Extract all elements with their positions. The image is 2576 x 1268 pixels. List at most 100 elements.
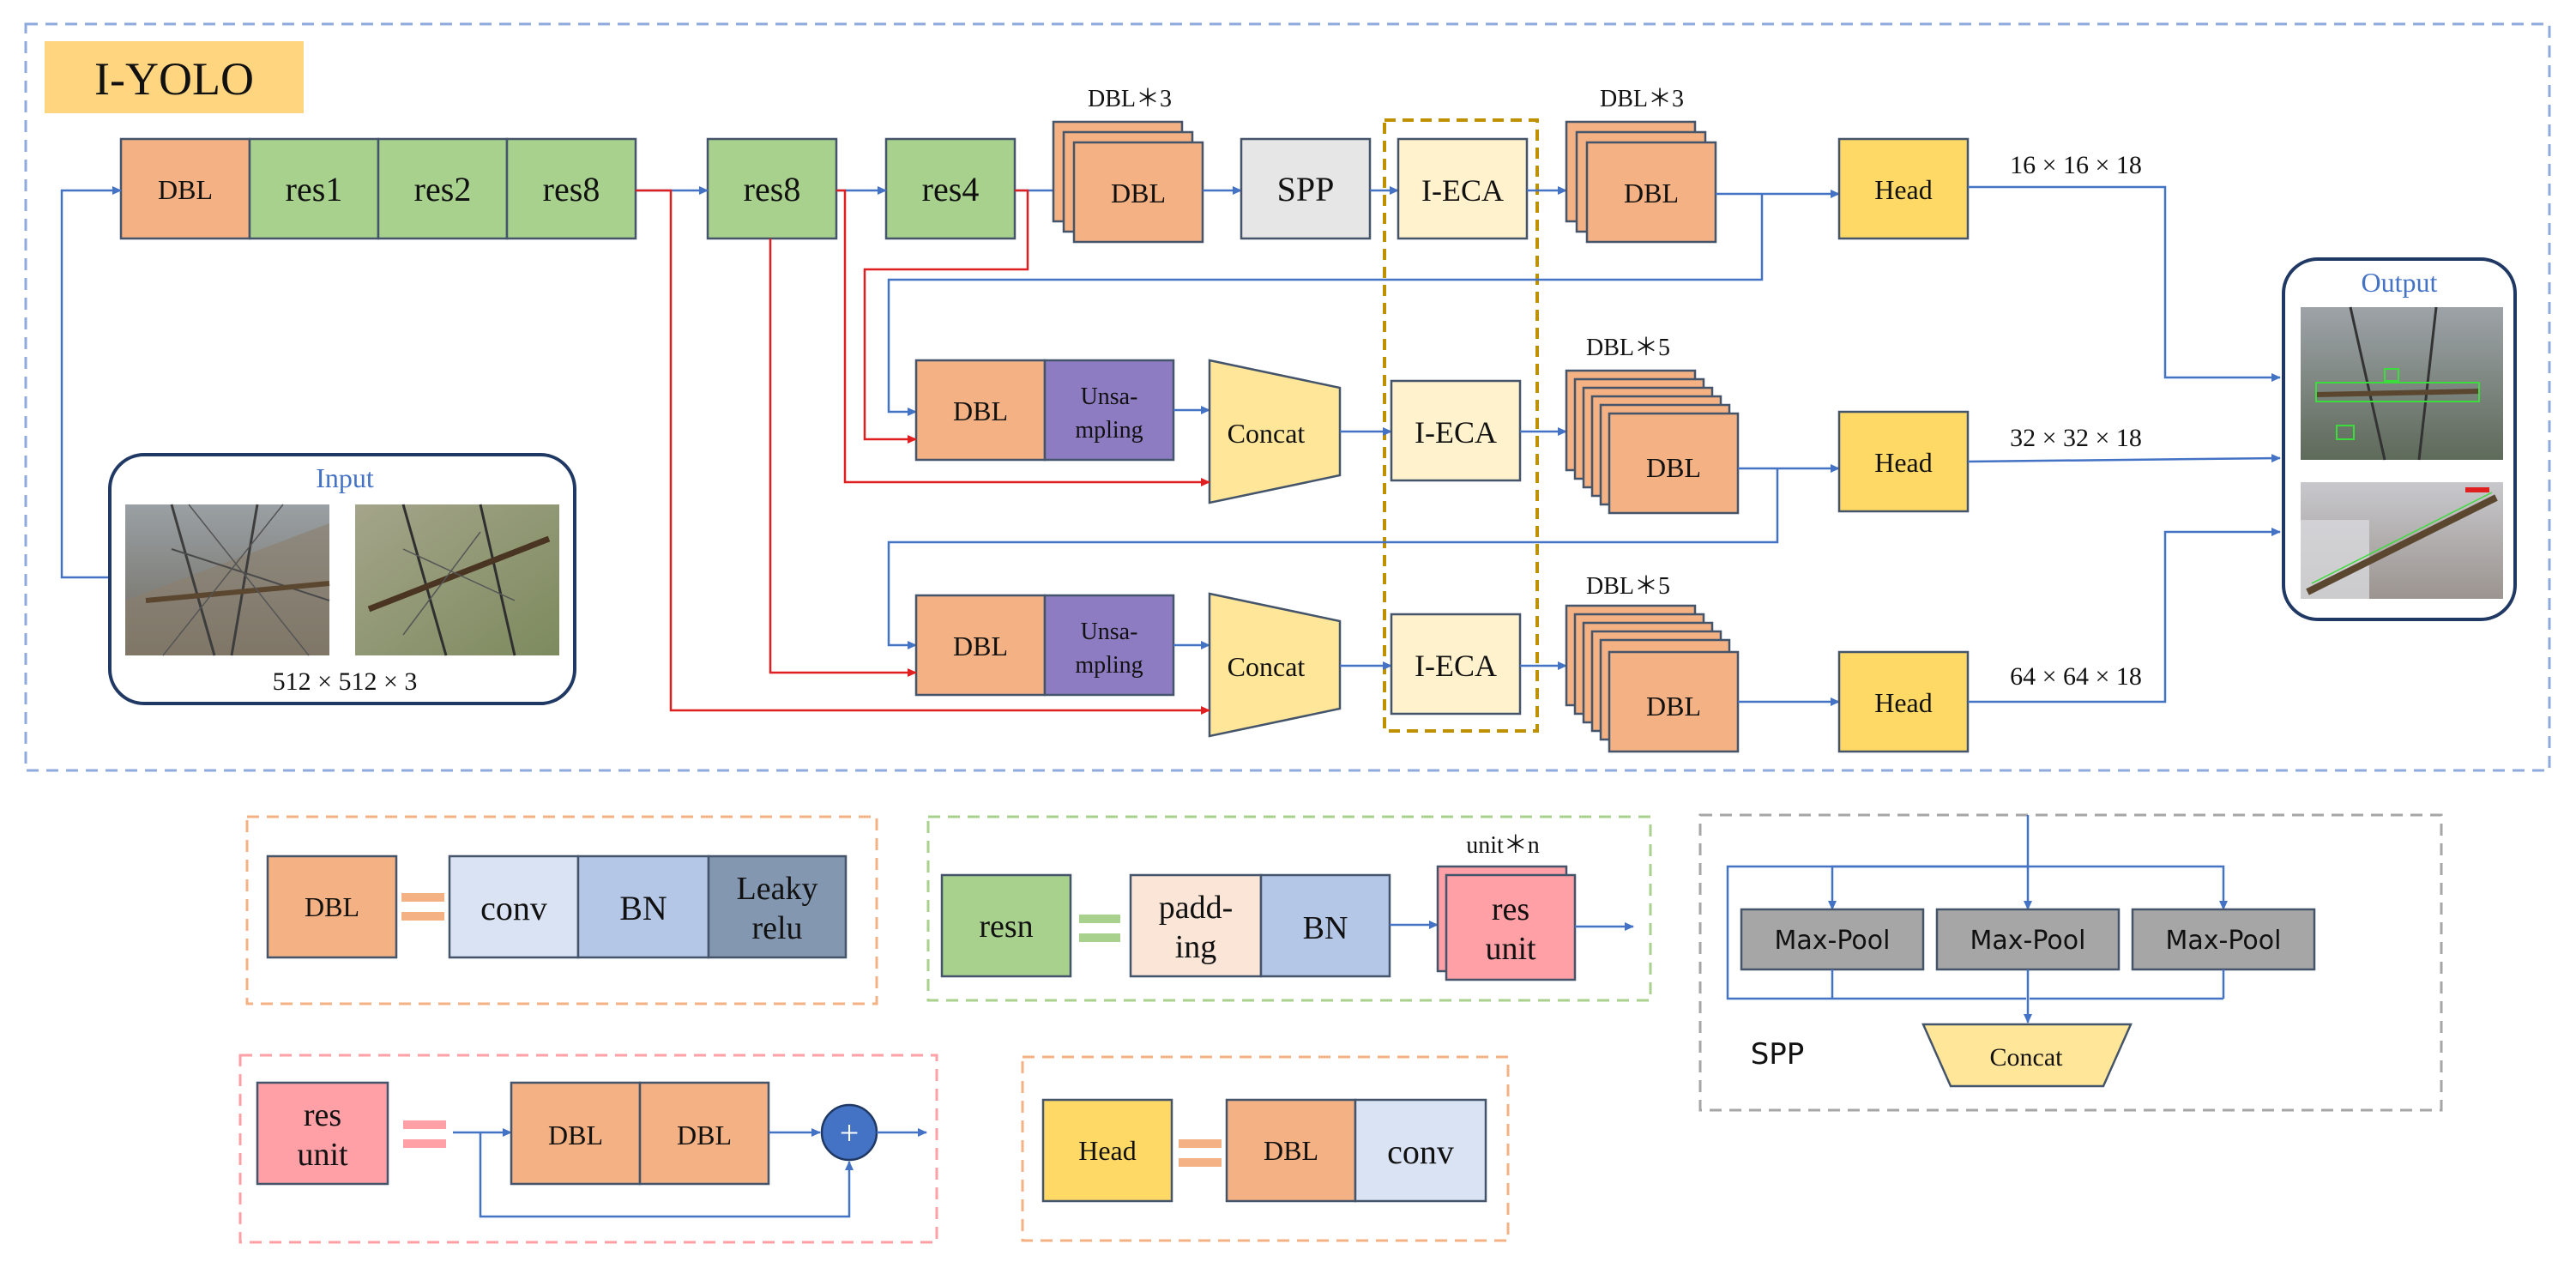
mid-ieca-label: I-ECA bbox=[1415, 415, 1497, 450]
legend-spp-pool-3: Max-Pool bbox=[2166, 926, 2282, 956]
top-dbl3-caption-2: DBL＊3 bbox=[1600, 86, 1684, 112]
legend-dbl-bn: BN bbox=[619, 889, 667, 927]
low-output-size: 64 × 64 × 18 bbox=[2010, 662, 2142, 691]
output-panel: Output bbox=[2282, 257, 2517, 621]
spp-box bbox=[1240, 137, 1372, 240]
top-output-size: 16 × 16 × 18 bbox=[2010, 151, 2142, 179]
legend-head-conv: conv bbox=[1387, 1132, 1454, 1171]
top-head-label: Head bbox=[1874, 174, 1933, 205]
legend-head: Head DBL conv bbox=[1021, 1055, 1510, 1242]
low-upsample-label-2: mpling bbox=[1075, 652, 1143, 679]
legend-head-lhs: Head bbox=[1078, 1135, 1137, 1166]
res8-second-label: res8 bbox=[744, 170, 801, 208]
mid-upsample-label-2: mpling bbox=[1075, 417, 1143, 444]
low-ieca-box bbox=[1390, 613, 1522, 716]
mid-dbl-box bbox=[914, 359, 1047, 462]
low-dbl-stack: DBL＊5 DBL bbox=[1565, 573, 1740, 753]
low-concat-shape bbox=[1208, 592, 1342, 738]
top-dbl-stack: DBL＊3 DBL bbox=[1052, 86, 1204, 244]
low-dbl5-caption: DBL＊5 bbox=[1586, 573, 1670, 600]
spp-label: SPP bbox=[1277, 170, 1335, 208]
res4-label: res4 bbox=[922, 170, 980, 208]
input-image-1 bbox=[125, 504, 330, 656]
legend-resunit-lhs-1: res bbox=[304, 1097, 341, 1133]
main-frame bbox=[24, 22, 2551, 772]
legend-resunit-dbl-1: DBL bbox=[548, 1120, 603, 1150]
low-dbl-box bbox=[914, 594, 1047, 697]
res2-label: res2 bbox=[414, 170, 472, 208]
res4-box bbox=[884, 137, 1017, 240]
res1-label: res1 bbox=[286, 170, 343, 208]
legend-spp-concat: Concat bbox=[1990, 1043, 2064, 1072]
mid-dbl-stack: DBL＊5 DBL bbox=[1565, 335, 1740, 515]
red-skip-connections bbox=[636, 189, 1210, 715]
mid-dbl5-caption: DBL＊5 bbox=[1586, 335, 1670, 361]
legend-resn-unit-1: res bbox=[1492, 891, 1529, 927]
mid-upsample-box bbox=[1043, 359, 1175, 462]
legend-resn-lhs: resn bbox=[979, 909, 1033, 945]
legend-resunit-plus: + bbox=[840, 1114, 860, 1152]
arrow-head-output-low bbox=[1968, 528, 2281, 703]
legend-resn-unit-2: unit bbox=[1485, 931, 1536, 967]
mid-concat-shape bbox=[1208, 359, 1342, 504]
arrow-head-output-top bbox=[1968, 185, 2281, 382]
legend-dbl-leaky-2: relu bbox=[751, 910, 802, 946]
input-panel: Input 512 × 512 × 3 bbox=[108, 453, 576, 705]
arrow-input-dbl bbox=[60, 186, 122, 579]
output-image-2 bbox=[2301, 482, 2503, 599]
mid-concat-label: Concat bbox=[1228, 418, 1306, 449]
output-image-1 bbox=[2301, 306, 2503, 461]
ieca-group-frame bbox=[1383, 118, 1539, 733]
low-concat-label: Concat bbox=[1228, 651, 1306, 682]
mid-dbl-stack-label: DBL bbox=[1646, 452, 1701, 483]
legend-spp-pool-2: Max-Pool bbox=[1970, 926, 2086, 956]
mid-head-label: Head bbox=[1874, 447, 1933, 478]
legend-resn: resn padd- ing BN unit＊n res unit bbox=[926, 815, 1652, 1002]
mid-dbl-label: DBL bbox=[953, 395, 1008, 426]
input-image-2 bbox=[355, 504, 559, 656]
low-ieca-label: I-ECA bbox=[1415, 649, 1497, 683]
low-upsample-label-1: Unsa- bbox=[1081, 619, 1138, 645]
output-title: Output bbox=[2362, 267, 2438, 298]
top-ieca-box bbox=[1397, 137, 1529, 240]
top-dbl-label-2: DBL bbox=[1624, 178, 1679, 208]
legend-spp: Max-Pool Max-Pool Max-Pool Concat SPP bbox=[1698, 813, 2443, 1112]
legend-resn-unit-caption: unit＊n bbox=[1466, 832, 1540, 859]
diagram-title: I-YOLO bbox=[94, 53, 254, 105]
res2-box bbox=[377, 137, 509, 240]
low-dbl-label: DBL bbox=[953, 631, 1008, 661]
top-dbl3-caption: DBL＊3 bbox=[1088, 86, 1172, 112]
input-title: Input bbox=[316, 462, 374, 493]
arrow-top-to-mid-dbl bbox=[887, 194, 1764, 416]
legend-head-dbl: DBL bbox=[1264, 1135, 1318, 1166]
legend-dbl-conv: conv bbox=[480, 889, 547, 927]
res8-first-box bbox=[505, 137, 637, 240]
top-head-box bbox=[1837, 137, 1970, 240]
arrow-head-output-mid bbox=[1967, 454, 2281, 463]
mid-ieca-box bbox=[1390, 379, 1522, 482]
legend-resn-padding-2: ing bbox=[1175, 929, 1217, 965]
backbone: DBL res1 res2 res8 res8 res4 bbox=[119, 137, 1017, 240]
res8-second-box bbox=[706, 137, 838, 240]
legend-dbl-lhs: DBL bbox=[305, 891, 359, 922]
top-ieca-label: I-ECA bbox=[1421, 173, 1504, 208]
legend-resunit: res unit DBL DBL + bbox=[238, 1054, 938, 1244]
mid-upsample-label-1: Unsa- bbox=[1081, 383, 1138, 410]
legend-resunit-dbl-2: DBL bbox=[677, 1120, 732, 1150]
res8-first-label: res8 bbox=[543, 170, 600, 208]
legend-dbl: DBL conv BN Leaky relu bbox=[245, 815, 878, 1005]
legend-resn-padding-1: padd- bbox=[1159, 890, 1234, 926]
input-size: 512 × 512 × 3 bbox=[273, 667, 418, 696]
legend-resn-bn: BN bbox=[1303, 910, 1348, 946]
low-head-label: Head bbox=[1874, 687, 1933, 718]
backbone-dbl-label: DBL bbox=[158, 174, 213, 205]
top-dbl-label: DBL bbox=[1111, 178, 1166, 208]
legend-spp-caption: SPP bbox=[1751, 1037, 1805, 1072]
legend-spp-pool-1: Max-Pool bbox=[1775, 926, 1891, 956]
legend-resunit-lhs-2: unit bbox=[297, 1137, 348, 1173]
low-upsample-box bbox=[1043, 594, 1175, 697]
title-badge: I-YOLO bbox=[45, 41, 304, 113]
mid-output-size: 32 × 32 × 18 bbox=[2010, 424, 2142, 452]
low-dbl-stack-label: DBL bbox=[1646, 691, 1701, 722]
